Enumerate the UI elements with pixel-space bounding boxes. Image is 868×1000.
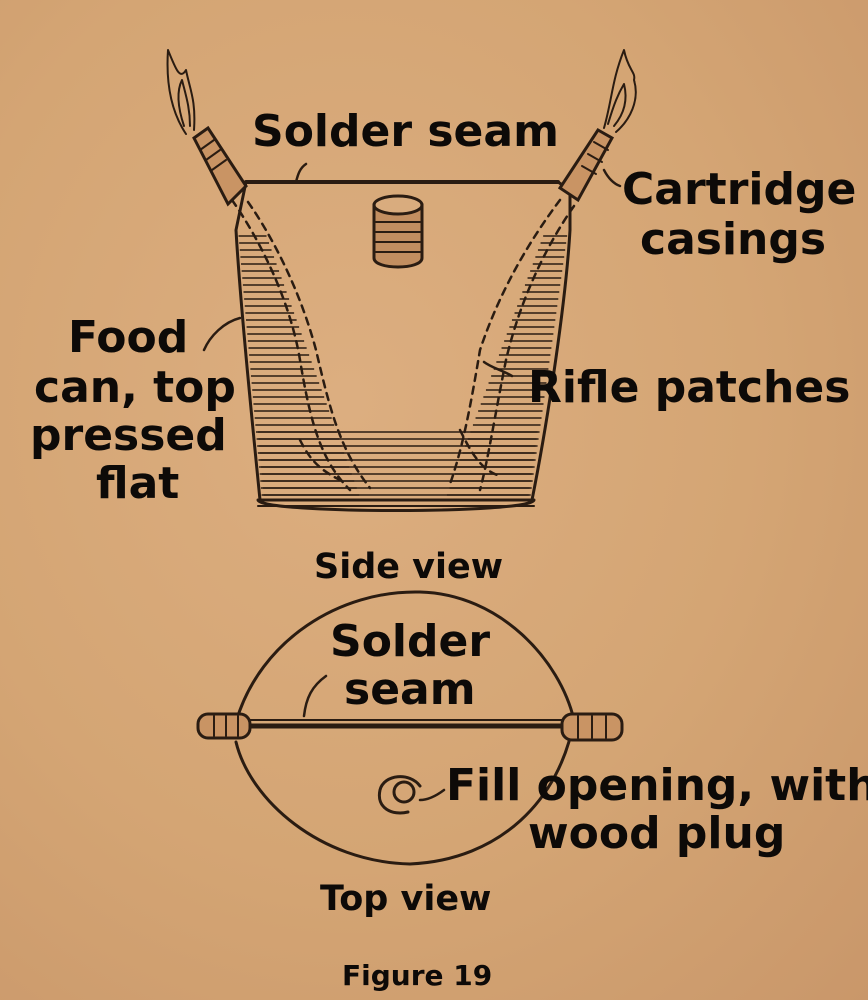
leader-solder-seam-top [302, 674, 328, 718]
top-view-drawing [196, 590, 624, 866]
label-cartridge-casings-line1: Cartridge [622, 164, 857, 215]
leader-solder-seam-side [294, 162, 308, 184]
label-fill-opening-line1: Fill opening, with [446, 760, 868, 811]
label-side-view: Side view [314, 547, 504, 587]
label-top-view: Top view [320, 879, 492, 919]
cartridge-casing-top-right [560, 712, 624, 742]
label-solder-seam-top-line1: Solder [330, 616, 491, 667]
cartridge-casing-right [557, 49, 637, 203]
cartridge-casing-left [166, 49, 248, 207]
fill-plug-side [372, 194, 424, 269]
label-food-can-line4: flat [96, 458, 180, 509]
cartridge-casing-top-left [196, 712, 252, 740]
leader-rifle-patches [482, 360, 514, 378]
label-fill-opening-line2: wood plug [528, 808, 786, 859]
can-bottom-rim [256, 498, 536, 512]
leader-fill-opening [418, 788, 446, 802]
label-food-can-line3: pressed [30, 410, 227, 461]
side-view-drawing [166, 49, 637, 512]
label-rifle-patches: Rifle patches [528, 362, 851, 413]
leader-food-can [202, 316, 242, 352]
label-solder-seam-side: Solder seam [252, 106, 559, 157]
label-food-can-line2: can, top [34, 362, 236, 413]
rifle-patches-wicks [230, 198, 576, 492]
fill-opening-plug [377, 775, 422, 815]
label-cartridge-casings-line2: casings [640, 214, 827, 265]
label-food-can-line1: Food [68, 312, 189, 363]
leader-cartridge-casings [602, 168, 622, 188]
figure-caption: Figure 19 [342, 959, 493, 992]
food-can-outline [234, 180, 572, 502]
label-solder-seam-top-line2: seam [344, 664, 476, 715]
